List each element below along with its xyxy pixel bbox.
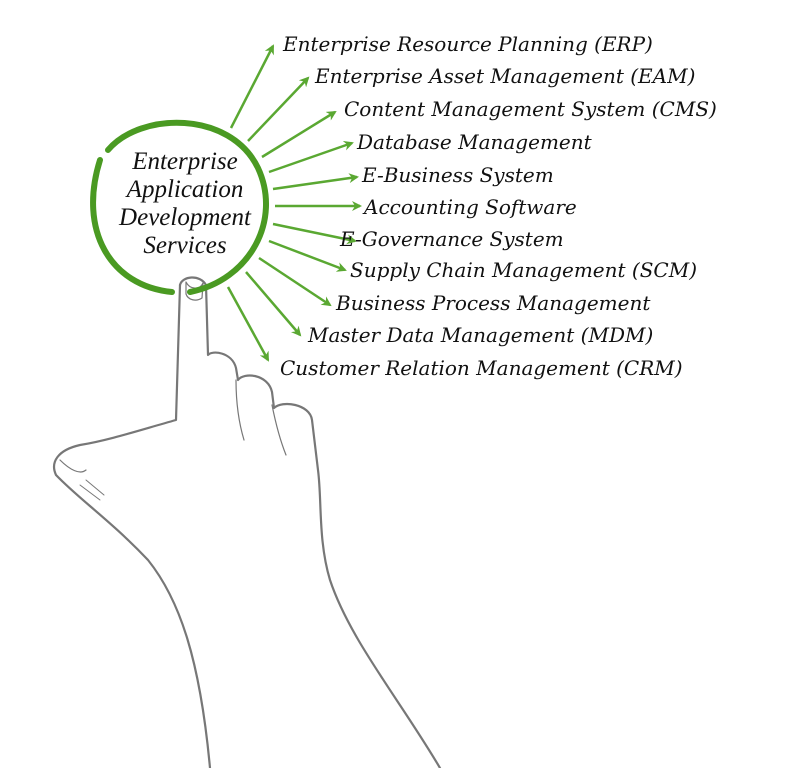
item-label-egovernance: E-Governance System xyxy=(340,227,564,251)
item-label-mdm: Master Data Management (MDM) xyxy=(308,323,654,347)
arrow-icon xyxy=(261,110,337,159)
item-label-erp: Enterprise Resource Planning (ERP) xyxy=(283,32,653,56)
arrow-icon xyxy=(268,140,354,174)
item-label-ebusiness: E-Business System xyxy=(362,163,554,187)
item-label-accounting: Accounting Software xyxy=(364,195,577,219)
pointing-hand-icon xyxy=(53,276,442,768)
center-title-line: Enterprise xyxy=(132,148,238,175)
center-title-line: Services xyxy=(143,232,227,259)
arrow-icon xyxy=(247,76,310,142)
item-label-eam: Enterprise Asset Management (EAM) xyxy=(315,64,696,88)
item-label-database: Database Management xyxy=(357,130,592,154)
center-ring xyxy=(90,119,269,295)
center-title-line: Application xyxy=(126,176,244,203)
arrow-icon xyxy=(229,44,275,129)
arrow-icon xyxy=(245,271,302,337)
item-label-scm: Supply Chain Management (SCM) xyxy=(350,258,697,282)
arrow-icon xyxy=(272,173,359,191)
arrow-icon xyxy=(272,222,357,245)
item-label-bpm: Business Process Management xyxy=(336,291,651,315)
center-title: Enterprise Application Development Servi… xyxy=(100,148,270,260)
item-label-crm: Customer Relation Management (CRM) xyxy=(280,356,683,380)
arrow-icon xyxy=(268,239,347,272)
item-label-cms: Content Management System (CMS) xyxy=(344,97,717,121)
arrow-icon xyxy=(226,286,270,362)
arrow-icon xyxy=(258,256,332,307)
center-title-line: Development xyxy=(119,204,251,231)
